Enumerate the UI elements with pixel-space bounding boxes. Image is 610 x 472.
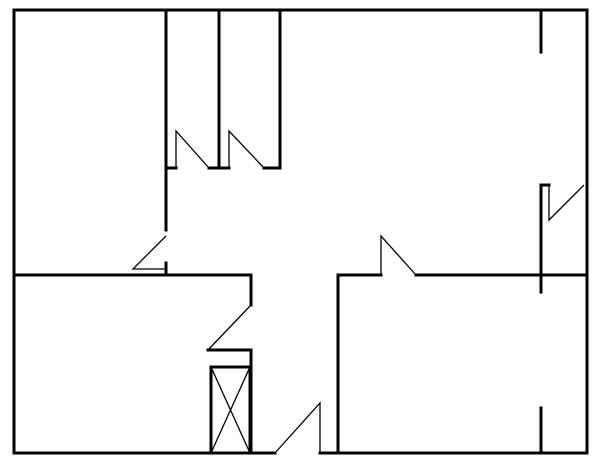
door-exterior-bottom bbox=[274, 401, 321, 454]
storage-unit bbox=[209, 365, 252, 455]
interior-walls bbox=[12, 8, 589, 455]
exterior-walls bbox=[12, 8, 589, 455]
door-closet-left bbox=[175, 129, 210, 169]
doors bbox=[131, 129, 585, 454]
door-closet-right bbox=[228, 129, 265, 169]
door-room-bottom-left bbox=[207, 304, 252, 351]
door-room-top-left bbox=[131, 235, 167, 270]
door-east-wall bbox=[548, 184, 585, 222]
door-room-top-right bbox=[380, 234, 417, 276]
storage-unit-cross-b bbox=[210, 366, 251, 454]
